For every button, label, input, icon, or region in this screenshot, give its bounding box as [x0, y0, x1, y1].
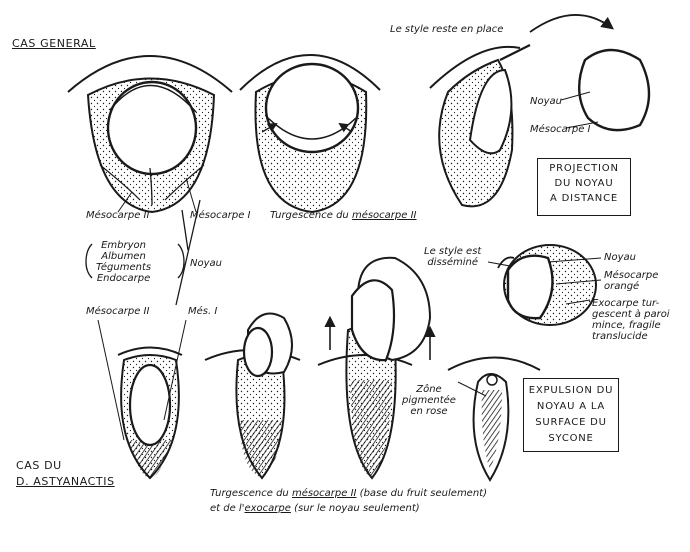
caption-bottom-line2: et de l'exocarpe (sur le noyau seulement… [210, 503, 420, 514]
label-mes-I-b: Més. I [188, 306, 218, 317]
fig-projected-noyau [529, 14, 651, 132]
caption-bottom-1a: Turgescence du [210, 488, 292, 499]
caption-turgescence-prefix: Turgescence du [270, 210, 352, 221]
fig-general-resting [67, 55, 233, 214]
fig-general-style-stays [429, 44, 531, 208]
label-noyau-top: Noyau [530, 96, 562, 107]
label-noyau-right: Noyau [604, 252, 636, 263]
box-projection: PROJECTION DU NOYAU A DISTANCE [537, 158, 631, 216]
caption-turgescence-term: mésocarpe II [351, 210, 417, 221]
caption-bottom-2b: exocarpe [244, 503, 291, 514]
fig-astyanactis-d [447, 356, 541, 482]
label-mesocarpe-II-b: Mésocarpe II [86, 306, 150, 317]
label-zone-pigmentee: Zône pigmentée en rose [402, 384, 456, 417]
fig-astyanactis-a [97, 319, 187, 480]
fig-astyanactis-c [317, 256, 436, 480]
heading-general-case: CAS GENERAL [12, 37, 96, 50]
heading-astyanactis-line1: CAS DU [16, 459, 62, 472]
fig-general-turgescence [239, 54, 381, 214]
label-exocarpe: Exocarpe tur- gescent à paroi mince, fra… [592, 298, 670, 342]
caption-bottom-2c: (sur le noyau seulement) [290, 503, 420, 514]
fig-astyanactis-b [204, 312, 301, 480]
label-style-dissemine: Le style est disséminé [424, 246, 482, 268]
key-noyau: Noyau [190, 258, 222, 269]
caption-bottom-1b: mésocarpe II [291, 488, 357, 499]
label-mesocarpe-I-top: Mésocarpe I [530, 124, 591, 135]
caption-bottom-1c: (base du fruit seulement) [356, 488, 487, 499]
caption-bottom-2a: et de l' [210, 503, 245, 514]
label-mesocarpe-orange: Mésocarpe orangé [604, 270, 659, 292]
leader-lines-astyanactis [457, 257, 602, 397]
heading-astyanactis-line2: D. ASTYANACTIS [16, 475, 115, 488]
label-style-reste: Le style reste en place [390, 24, 504, 35]
caption-bottom-line1: Turgescence du mésocarpe II (base du fru… [210, 488, 487, 499]
label-mesocarpe-II-a: Mésocarpe II [86, 210, 150, 221]
label-mesocarpe-I-a: Mésocarpe I [190, 210, 251, 221]
box-expulsion: EXPULSION DU NOYAU A LA SURFACE DU SYCON… [523, 378, 619, 452]
fig-expelled-noyau [497, 244, 597, 326]
caption-turgescence: Turgescence du mésocarpe II [270, 210, 417, 221]
key-list: Embryon Albumen Téguments Endocarpe [96, 240, 152, 284]
key-bracket [85, 199, 201, 306]
leader-lines-general [117, 91, 599, 213]
